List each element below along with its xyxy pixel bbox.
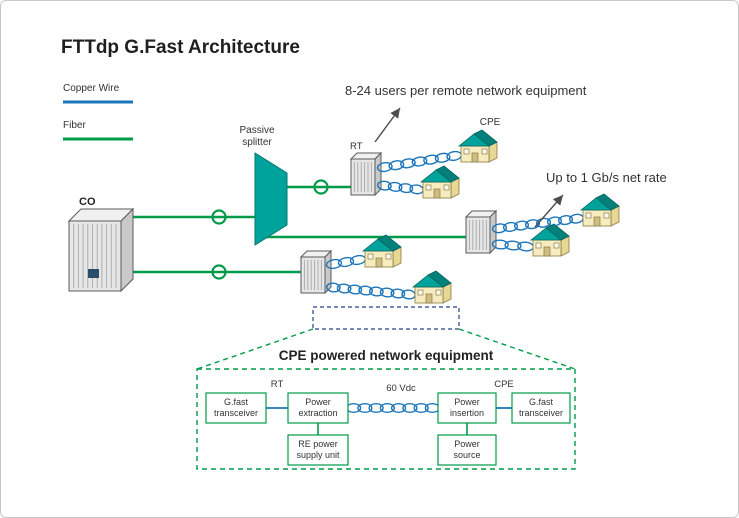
passive-splitter-label-line2: splitter bbox=[242, 137, 272, 148]
users-note: 8-24 users per remote network equipment bbox=[345, 83, 587, 98]
passive-splitter-icon bbox=[254, 152, 288, 246]
power-source-box bbox=[437, 434, 497, 466]
page-title: FTTdp G.Fast Architecture bbox=[61, 37, 300, 58]
twisted-pair-60vdc bbox=[345, 402, 441, 414]
house-icon bbox=[579, 193, 620, 227]
gfast-transceiver-left-line2: transceiver bbox=[214, 408, 258, 418]
twisted-pair-rt2-house-far bbox=[491, 213, 585, 234]
twisted-pair-rt3-house-upper bbox=[325, 254, 367, 270]
rt-cabinet-icon bbox=[349, 151, 383, 197]
re-power-supply-box bbox=[287, 434, 349, 466]
power-source-line1: Power bbox=[454, 439, 480, 449]
gfast-transceiver-left-box bbox=[205, 392, 267, 424]
power-insertion-line2: insertion bbox=[450, 408, 484, 418]
callout-connector-right bbox=[458, 328, 576, 370]
legend-fiber-label: Fiber bbox=[63, 120, 86, 131]
callout-title: CPE powered network equipment bbox=[279, 348, 494, 363]
passive-splitter-label-line1: Passive bbox=[239, 125, 274, 136]
fiber-loop-icon bbox=[313, 179, 329, 195]
re-power-supply-line2: supply unit bbox=[296, 450, 340, 460]
gfast-transceiver-right-line2: transceiver bbox=[519, 408, 563, 418]
callout-source-region bbox=[312, 306, 460, 330]
house-icon bbox=[419, 165, 460, 199]
power-source-line2: source bbox=[453, 450, 480, 460]
twisted-pair-rt2-house-near bbox=[491, 239, 535, 252]
rt-cabinet-icon bbox=[464, 209, 498, 255]
twisted-pair-rt1-house bbox=[376, 180, 425, 195]
house-icon bbox=[361, 234, 402, 268]
callout-box bbox=[196, 368, 576, 470]
rate-note: Up to 1 Gb/s net rate bbox=[546, 170, 667, 185]
power-extraction-line1: Power bbox=[305, 397, 331, 407]
rate-note-arrow bbox=[534, 194, 564, 228]
legend-copper-label: Copper Wire bbox=[63, 83, 120, 94]
power-extraction-box bbox=[287, 392, 349, 424]
users-note-arrow bbox=[374, 107, 401, 143]
house-icon bbox=[457, 129, 498, 163]
power-insertion-box bbox=[437, 392, 497, 424]
callout-rt-label: RT bbox=[271, 379, 284, 390]
gfast-transceiver-right-box bbox=[511, 392, 571, 424]
co-cabinet-icon bbox=[67, 207, 135, 293]
gfast-transceiver-left-line1: G.fast bbox=[224, 397, 249, 407]
callout-cpe-label: CPE bbox=[494, 379, 514, 390]
fiber-loop-icon bbox=[211, 209, 227, 225]
house-icon bbox=[411, 270, 452, 304]
fiber-loop-icon bbox=[211, 264, 227, 280]
gfast-transceiver-right-line1: G.fast bbox=[529, 397, 554, 407]
co-label: CO bbox=[79, 196, 96, 208]
rt-label: RT bbox=[350, 141, 363, 152]
power-extraction-line2: extraction bbox=[298, 408, 337, 418]
twisted-pair-rt1-cpe bbox=[376, 150, 463, 173]
power-insertion-line1: Power bbox=[454, 397, 480, 407]
house-icon bbox=[529, 223, 570, 257]
re-power-supply-line1: RE power bbox=[298, 439, 338, 449]
callout-connector-left bbox=[196, 328, 314, 370]
cpe-label: CPE bbox=[480, 117, 501, 128]
twisted-pair-rt3-house-lower bbox=[325, 282, 417, 300]
callout-vdc-label: 60 Vdc bbox=[386, 383, 416, 394]
